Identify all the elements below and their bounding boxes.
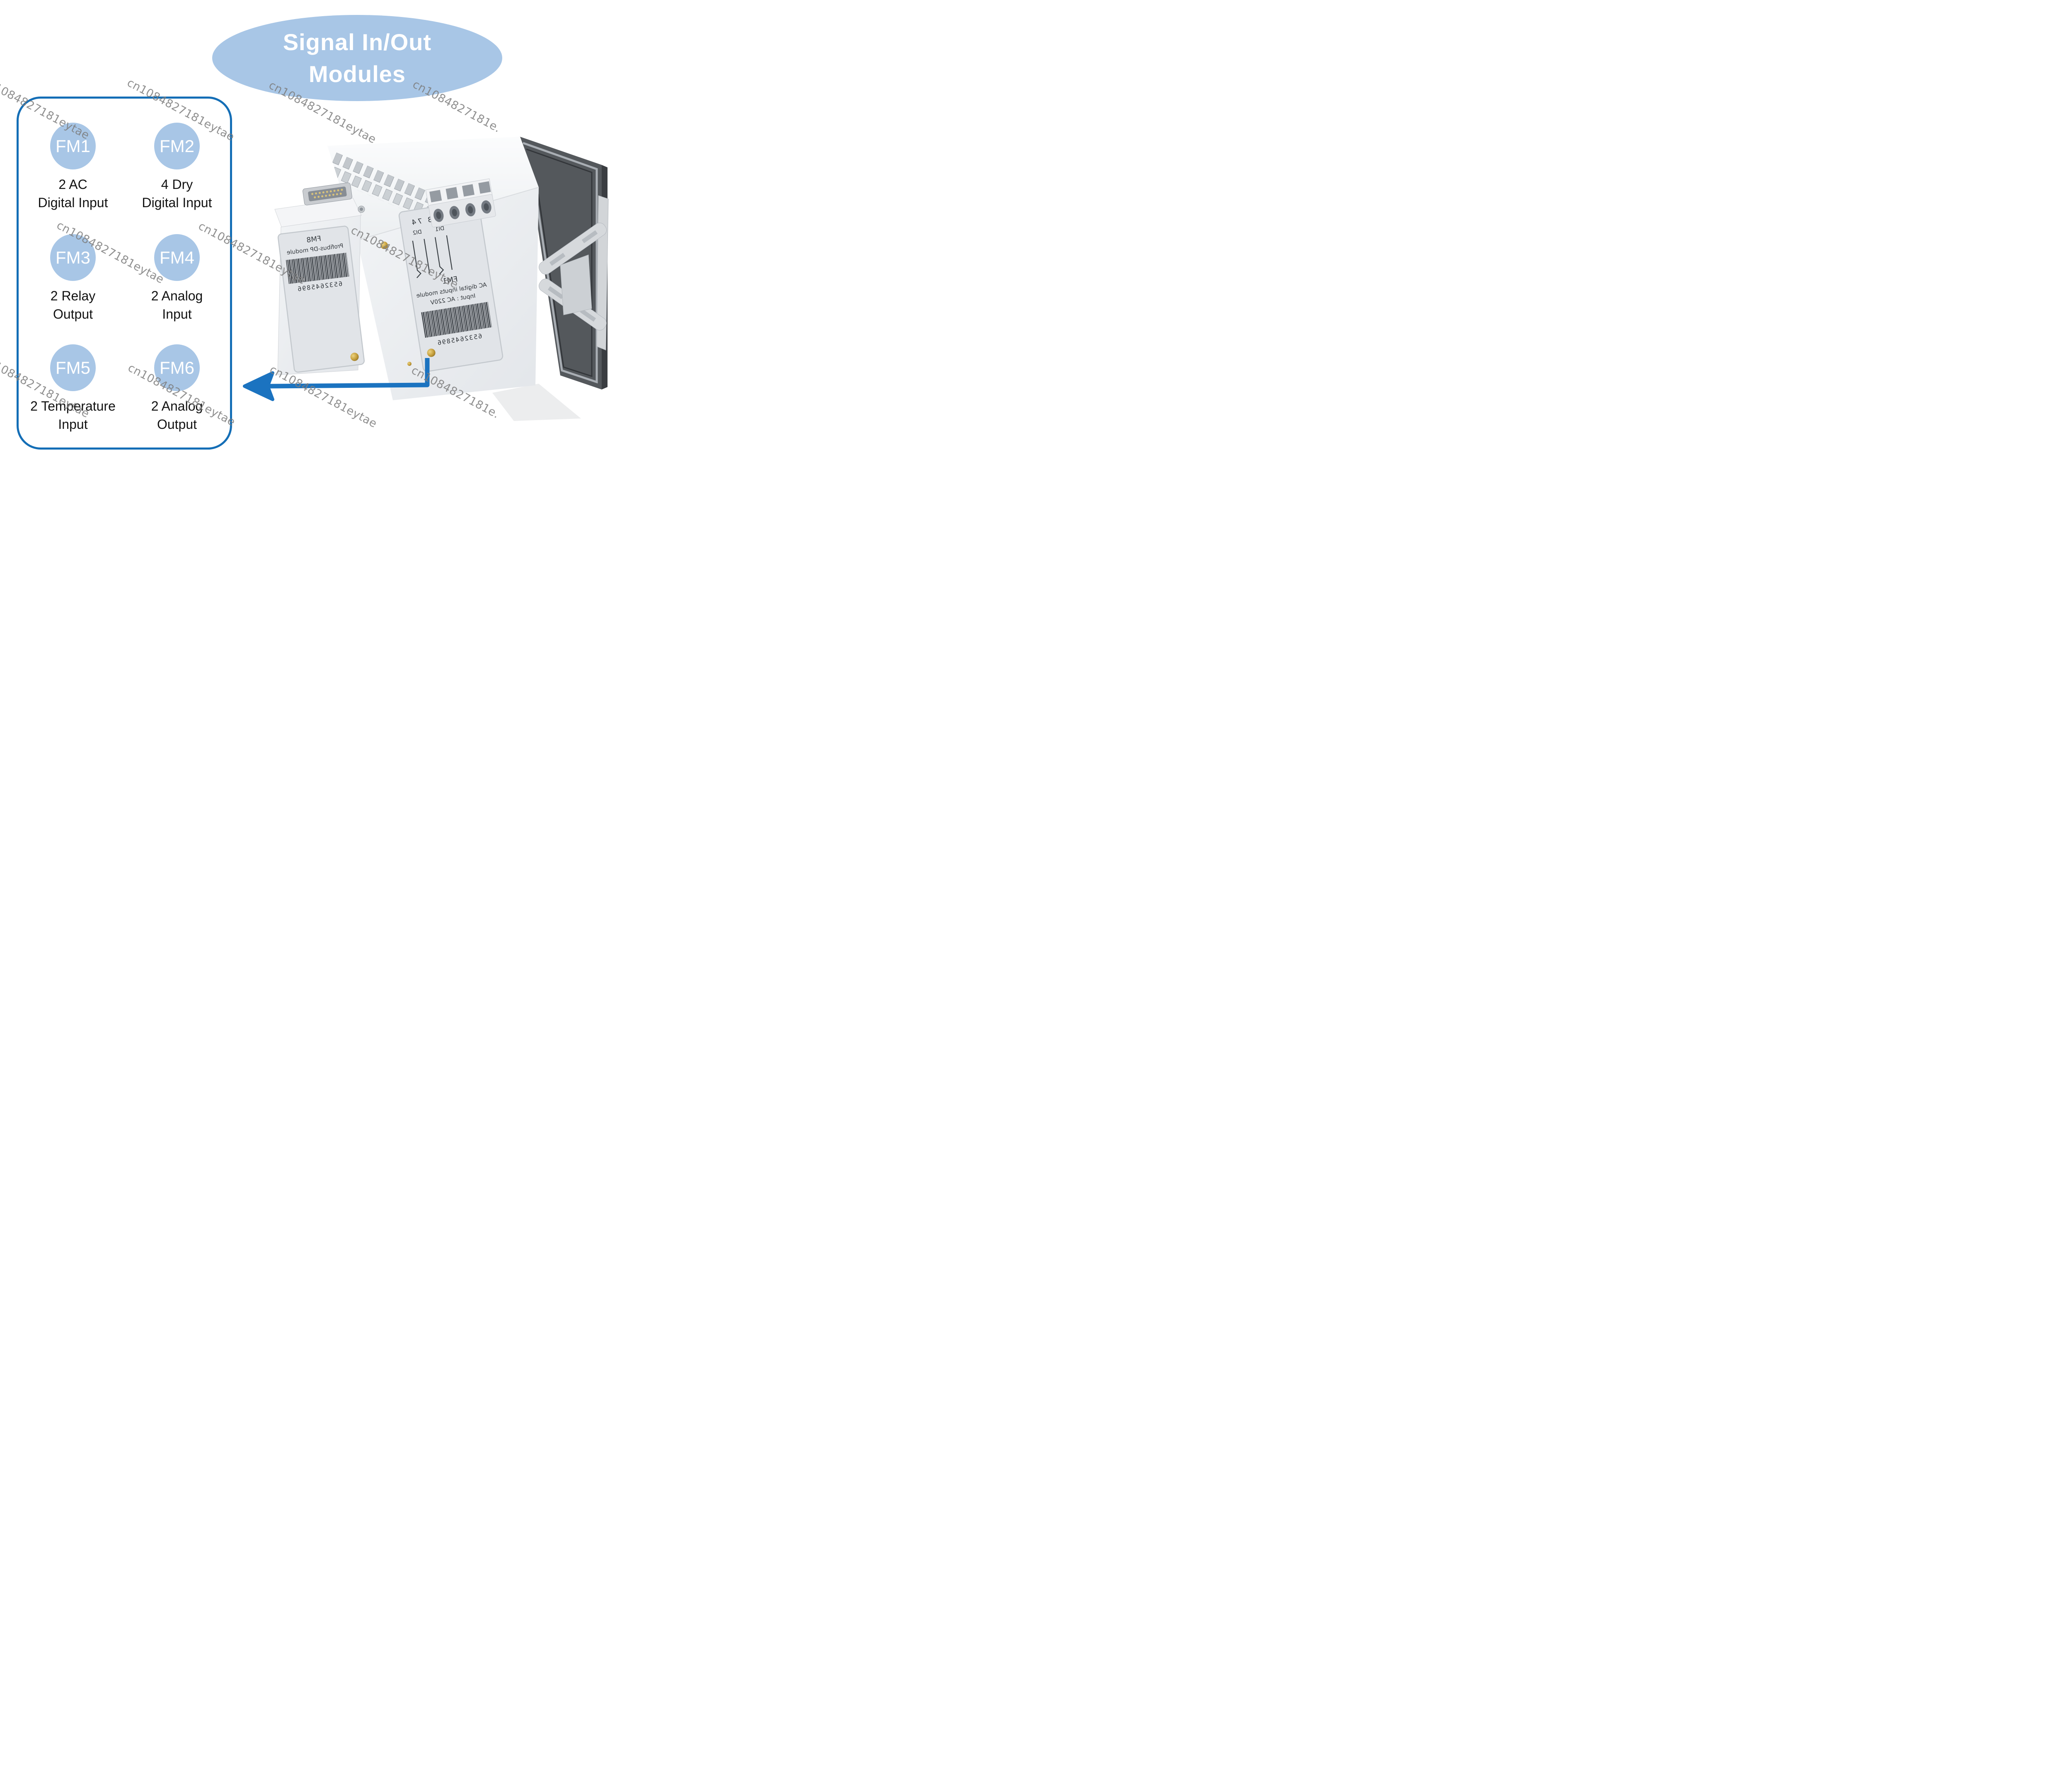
mounting-clamp bbox=[539, 195, 609, 351]
fm3-desc: 2 Relay Output bbox=[21, 287, 125, 323]
fm2-desc-line2: Digital Input bbox=[142, 195, 212, 210]
fm3-desc-line2: Output bbox=[53, 307, 93, 322]
page: Signal In/Out Modules FM1 2 AC Digital I… bbox=[0, 0, 610, 457]
device-shadow bbox=[492, 384, 581, 421]
title-line-1: Signal In/Out bbox=[283, 29, 432, 55]
module-cell-fm3: FM3 2 Relay Output bbox=[21, 234, 125, 323]
fm1-terminal-block bbox=[425, 178, 496, 227]
title-line-2: Modules bbox=[308, 61, 406, 87]
fm6-desc-line2: Output bbox=[157, 417, 197, 432]
fm6-desc: 2 Analog Output bbox=[125, 397, 229, 433]
fm1-desc-line1: 2 AC bbox=[58, 177, 87, 192]
fm1-di2-label: DI2 bbox=[412, 229, 422, 236]
fm8-module: FM8 Profibus-DP module 6532645896 bbox=[274, 182, 365, 375]
module-cell-fm1: FM1 2 AC Digital Input bbox=[21, 123, 125, 212]
fm1-module: 71 72 73 74 DI1 DI2 FM1 AC digital input… bbox=[380, 178, 503, 372]
db-connector bbox=[303, 182, 352, 206]
fm1-di1-label: DI1 bbox=[435, 225, 445, 233]
module-cell-fm5: FM5 2 Temperature Input bbox=[21, 344, 125, 433]
fm1-screw bbox=[427, 348, 436, 357]
fm6-badge: FM6 bbox=[154, 344, 200, 391]
fm1-desc-line2: Digital Input bbox=[38, 195, 108, 210]
fm4-desc-line1: 2 Analog bbox=[151, 288, 203, 303]
fm1-contact-schematic bbox=[412, 235, 453, 278]
modules-panel bbox=[17, 97, 232, 450]
fm4-desc-line2: Input bbox=[162, 307, 192, 322]
body-stud bbox=[407, 362, 411, 366]
module-cell-fm6: FM6 2 Analog Output bbox=[125, 344, 229, 433]
title-bubble: Signal In/Out Modules bbox=[212, 15, 502, 101]
fm2-badge: FM2 bbox=[154, 123, 200, 169]
fm5-badge: FM5 bbox=[50, 344, 96, 391]
fm1-badge: FM1 bbox=[50, 123, 96, 169]
device-illustration: 71 72 73 74 DI1 DI2 FM1 AC digital input… bbox=[274, 137, 609, 421]
fm3-desc-line1: 2 Relay bbox=[50, 288, 96, 303]
fm5-desc-line2: Input bbox=[58, 417, 88, 432]
fm5-desc: 2 Temperature Input bbox=[21, 397, 125, 433]
fm8-barcode bbox=[285, 252, 349, 284]
fm2-desc-line1: 4 Dry bbox=[161, 177, 193, 192]
module-cell-fm4: FM4 2 Analog Input bbox=[125, 234, 229, 323]
fm4-desc: 2 Analog Input bbox=[125, 287, 229, 323]
fm2-desc: 4 Dry Digital Input bbox=[125, 175, 229, 212]
fm5-desc-line1: 2 Temperature bbox=[30, 399, 116, 414]
body-screw bbox=[380, 242, 388, 249]
fm6-desc-line1: 2 Analog bbox=[151, 399, 203, 414]
fm1-desc: 2 AC Digital Input bbox=[21, 175, 125, 212]
fm3-badge: FM3 bbox=[50, 234, 96, 281]
arrowhead-icon bbox=[243, 371, 274, 401]
fm1-barcode bbox=[421, 302, 492, 338]
fm8-name-label: FM8 bbox=[306, 235, 322, 244]
module-cell-fm2: FM2 4 Dry Digital Input bbox=[125, 123, 229, 212]
fm4-badge: FM4 bbox=[154, 234, 200, 281]
